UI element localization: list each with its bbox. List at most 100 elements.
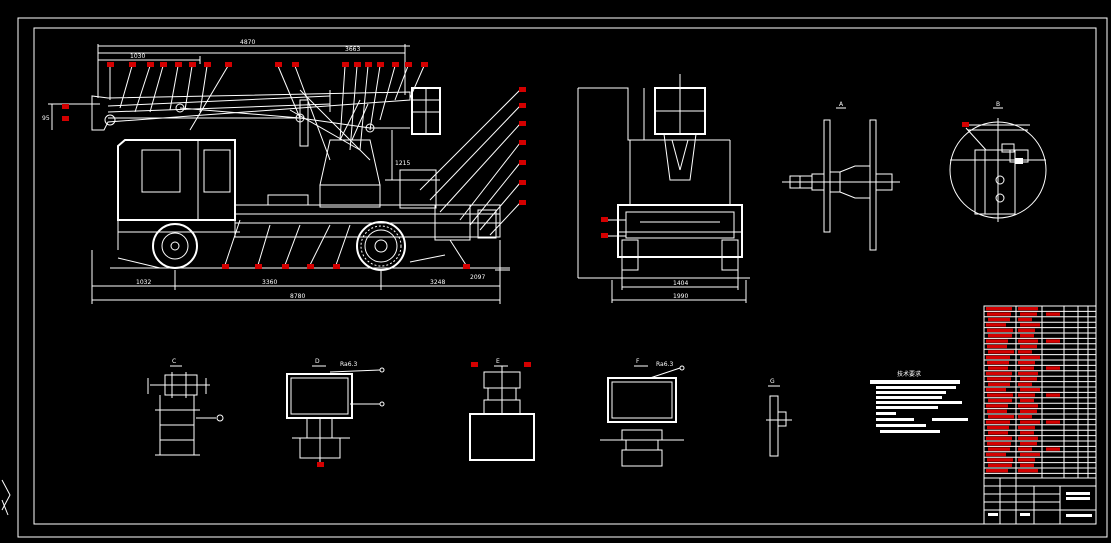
svg-text:Ra6.3: Ra6.3 — [340, 361, 357, 368]
leader-lines-bottom — [224, 219, 467, 266]
detail-view-bracket: G — [766, 378, 792, 457]
parts-list-code-cell — [1018, 436, 1038, 440]
svg-text:2097: 2097 — [470, 274, 485, 281]
parts-list-code-cell — [1020, 452, 1040, 457]
parts-list-code-cell — [1020, 312, 1037, 316]
title-block — [984, 477, 1096, 524]
parts-list-code-cell — [1018, 393, 1035, 397]
parts-list-code-cell — [1018, 425, 1035, 430]
detail-view-block-on-base: E — [469, 358, 535, 461]
parts-list-code-cell — [1018, 350, 1032, 354]
dim-rear-width: 1404 — [673, 280, 688, 287]
parts-list-name-cell — [987, 344, 1007, 349]
parts-list-rows — [984, 310, 1096, 474]
parts-list-qty-cell — [1046, 339, 1060, 343]
parts-list-name-cell — [986, 323, 1006, 327]
inner-frame — [33, 27, 1097, 525]
parts-list-name-cell — [988, 317, 1010, 322]
parts-list-code-cell — [1018, 361, 1035, 365]
svg-text:G: G — [770, 378, 775, 385]
parts-list-code-cell — [1020, 366, 1034, 370]
parts-list-code-cell — [1020, 377, 1037, 381]
parts-list-code-cell — [1020, 409, 1037, 413]
technical-requirements-notes: 技术要求 — [870, 370, 968, 433]
parts-list-name-cell — [987, 328, 1013, 332]
parts-list-name-cell — [986, 339, 1008, 343]
dim-rear-overhang: 3248 — [430, 279, 445, 286]
parts-list-qty-cell — [1046, 420, 1060, 424]
corner-marks — [1, 479, 11, 516]
parts-list-code-cell — [1020, 420, 1040, 424]
bolt-joint-detail: A — [782, 101, 900, 251]
truck-rear-view: 1404 1990 — [577, 74, 750, 303]
dim-wheelbase: 3360 — [262, 279, 277, 286]
svg-text:1215: 1215 — [395, 160, 410, 167]
parts-list-qty-cell — [1046, 393, 1060, 397]
parts-list-name-cell — [988, 431, 1008, 435]
parts-list-name-cell — [988, 463, 1012, 467]
svg-text:Ra6.3: Ra6.3 — [656, 361, 673, 368]
parts-list-name-cell — [988, 447, 1010, 451]
parts-list-name-cell — [988, 350, 1014, 354]
parts-list-name-cell — [987, 442, 1011, 446]
circular-enlarged-detail: B — [949, 101, 1047, 222]
detail-view-beam-section: D Ra6.3 — [286, 358, 385, 467]
parts-list-code-cell — [1020, 431, 1034, 435]
parts-list-code-cell — [1020, 388, 1040, 392]
parts-list-code-cell — [1020, 334, 1034, 338]
parts-list-code-cell — [1020, 398, 1034, 403]
parts-list-qty-cell — [1046, 366, 1060, 370]
parts-list-code-cell — [1020, 355, 1040, 359]
parts-list-qty-cell — [1046, 447, 1060, 451]
parts-list-name-cell — [987, 377, 1011, 381]
parts-list-name-cell — [987, 425, 1009, 430]
part-balloons-bottom — [222, 264, 470, 269]
parts-list-code-cell — [1018, 469, 1038, 473]
parts-list-name-cell — [986, 404, 1008, 408]
parts-list-code-cell — [1020, 323, 1040, 327]
svg-text:A: A — [839, 101, 844, 108]
svg-text:F: F — [636, 358, 640, 365]
parts-list-code-cell — [1018, 382, 1032, 386]
outer-frame — [17, 17, 1108, 538]
truck-side-view: 4870 3663 1030 95 — [42, 39, 526, 304]
svg-text:D: D — [315, 358, 320, 365]
part-balloons-right — [519, 87, 526, 205]
parts-list-code-cell — [1020, 463, 1034, 467]
parts-list-code-cell — [1020, 344, 1037, 349]
notes-title: 技术要求 — [897, 370, 921, 378]
parts-list-name-cell — [986, 469, 1008, 473]
svg-text:4870: 4870 — [240, 39, 255, 46]
parts-list-name-cell — [987, 312, 1011, 316]
svg-text:1030: 1030 — [130, 53, 145, 60]
parts-list-code-cell — [1018, 371, 1038, 376]
svg-text:E: E — [496, 358, 500, 365]
parts-list-table — [983, 305, 1097, 525]
parts-list-qty-cell — [1046, 312, 1060, 316]
dim-overall-length: 8780 — [290, 293, 305, 300]
parts-list-name-cell — [987, 409, 1007, 413]
parts-list-name-cell — [987, 393, 1013, 397]
parts-list-name-cell — [986, 307, 1012, 311]
parts-list-code-cell — [1018, 339, 1038, 343]
parts-list-code-cell — [1018, 415, 1032, 419]
parts-list-code-cell — [1018, 328, 1035, 332]
parts-list-name-cell — [986, 436, 1012, 440]
dim-track-width: 1990 — [673, 293, 688, 300]
detail-view-frame: C — [147, 358, 224, 456]
parts-list-name-cell — [986, 371, 1012, 376]
parts-list-name-cell — [986, 388, 1006, 392]
parts-list-code-cell — [1020, 442, 1037, 446]
parts-list-name-cell — [988, 366, 1008, 370]
parts-list-name-cell — [986, 420, 1010, 424]
parts-list-name-cell — [988, 398, 1012, 403]
svg-text:C: C — [172, 358, 176, 365]
svg-text:3663: 3663 — [345, 46, 360, 53]
parts-list-code-cell — [1018, 404, 1038, 408]
parts-list-name-cell — [986, 355, 1010, 359]
parts-list-code-cell — [1018, 317, 1032, 322]
parts-list-name-cell — [988, 382, 1010, 386]
svg-text:95: 95 — [42, 115, 50, 122]
parts-list-name-cell — [986, 452, 1006, 457]
